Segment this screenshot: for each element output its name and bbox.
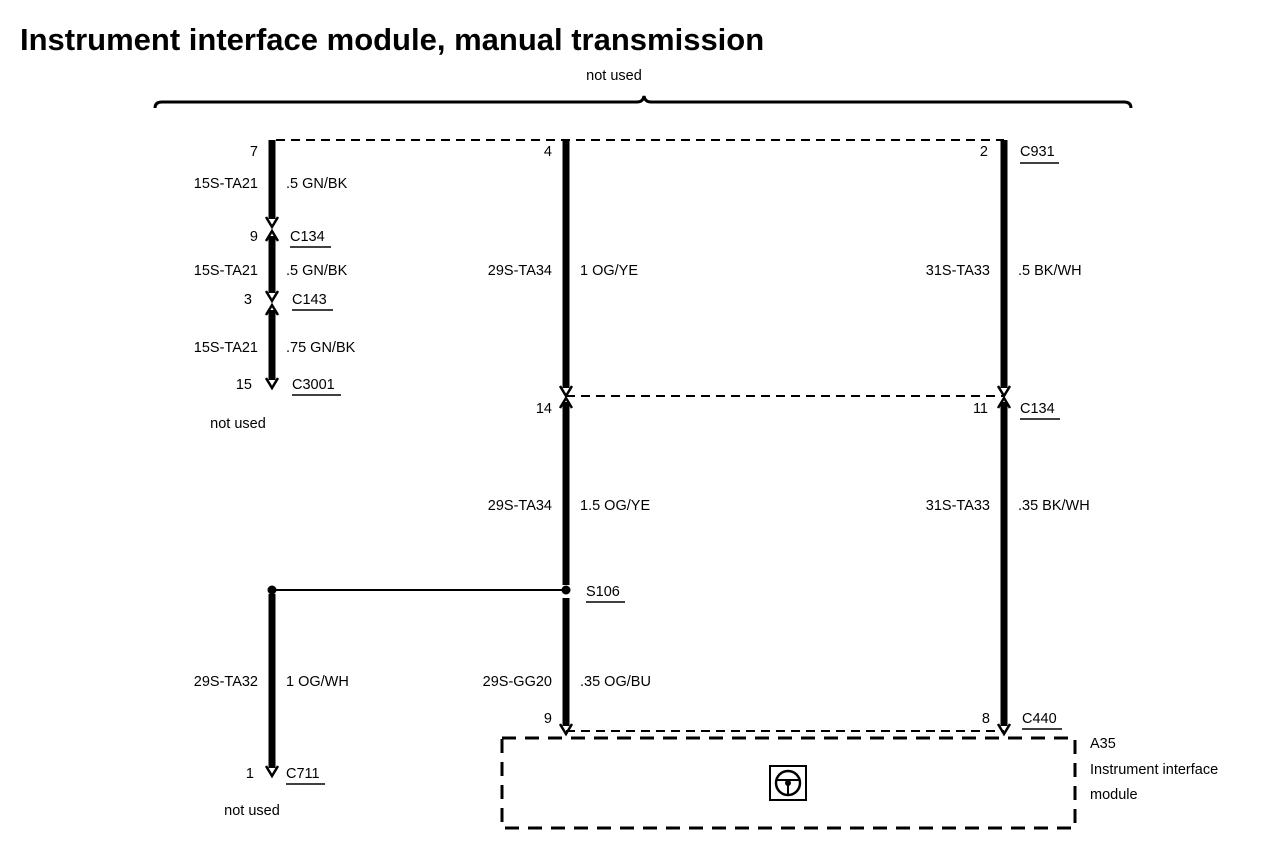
wire-spec-w4: 1 OG/YE xyxy=(580,263,638,279)
connector-c711: C711 xyxy=(286,766,320,782)
circuit-w2: 15S-TA21 xyxy=(194,263,258,279)
splice-s106: S106 xyxy=(586,584,620,600)
circuit-w1: 15S-TA21 xyxy=(194,176,258,192)
circuit-w6: 31S-TA33 xyxy=(926,263,990,279)
pin-15: 15 xyxy=(236,377,252,393)
wire-spec-w2: .5 GN/BK xyxy=(286,263,348,279)
module-name-line2: module xyxy=(1090,787,1138,803)
pin-1: 1 xyxy=(246,766,254,782)
wire-spec-w3: .75 GN/BK xyxy=(286,340,356,356)
connector-arrow-c134-left-top xyxy=(264,228,280,242)
module-name-line1: Instrument interface xyxy=(1090,762,1218,778)
wire-spec-w5: 1.5 OG/YE xyxy=(580,498,650,514)
connector-c143: C143 xyxy=(292,292,327,308)
connector-c931: C931 xyxy=(1020,144,1055,160)
pin-9-module: 9 xyxy=(544,711,552,727)
connector-arrow-c440-mid xyxy=(558,723,574,737)
page-title: Instrument interface module, manual tran… xyxy=(20,22,764,57)
wire-spec-w7: .35 BK/WH xyxy=(1018,498,1090,514)
wire-spec-w8: 1 OG/WH xyxy=(286,674,349,690)
wire-spec-w1: .5 GN/BK xyxy=(286,176,348,192)
pin-7: 7 xyxy=(250,144,258,160)
circuit-w9: 29S-GG20 xyxy=(483,674,552,690)
wire-spec-w9: .35 OG/BU xyxy=(580,674,651,690)
circuit-w5: 29S-TA34 xyxy=(488,498,552,514)
connector-arrow-c134-left xyxy=(264,216,280,230)
pin-3: 3 xyxy=(244,292,252,308)
circuit-w3: 15S-TA21 xyxy=(194,340,258,356)
connector-c440: C440 xyxy=(1022,711,1057,727)
circuit-w4: 29S-TA34 xyxy=(488,263,552,279)
connector-c134-right: C134 xyxy=(1020,401,1055,417)
pin-2: 2 xyxy=(980,144,988,160)
connector-arrow-c3001 xyxy=(264,377,280,391)
circuit-w8: 29S-TA32 xyxy=(194,674,258,690)
pin-4: 4 xyxy=(544,144,552,160)
steering-wheel-icon xyxy=(769,765,807,801)
connector-arrow-c134-right-top xyxy=(996,395,1012,409)
connector-c134-left: C134 xyxy=(290,229,325,245)
module-a35-box xyxy=(500,736,1077,830)
connector-arrow-c134-right-mid-top xyxy=(558,395,574,409)
left-not-used-label: not used xyxy=(210,416,266,432)
pin-11: 11 xyxy=(973,401,988,417)
pin-8: 8 xyxy=(982,711,990,727)
pin-9-left: 9 xyxy=(250,229,258,245)
top-brace xyxy=(153,95,1133,109)
top-not-used-label: not used xyxy=(586,68,642,84)
connector-arrow-c711 xyxy=(264,765,280,779)
connector-arrow-c143-top xyxy=(264,302,280,316)
module-id: A35 xyxy=(1090,736,1116,752)
connector-arrow-c143 xyxy=(264,290,280,304)
connector-arrow-c440-right xyxy=(996,723,1012,737)
bottom-not-used-label: not used xyxy=(224,803,280,819)
splice-dot-left xyxy=(267,585,277,595)
circuit-w7: 31S-TA33 xyxy=(926,498,990,514)
wire-spec-w6: .5 BK/WH xyxy=(1018,263,1082,279)
connector-c3001: C3001 xyxy=(292,377,335,393)
pin-14: 14 xyxy=(536,401,552,417)
